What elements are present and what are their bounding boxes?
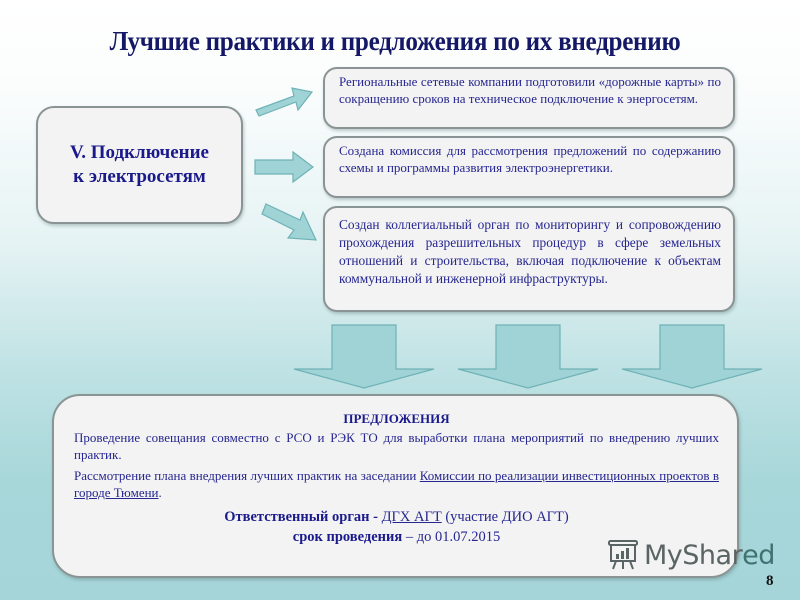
section-label-line1: V. Подключение <box>70 142 209 163</box>
proposal-item: Рассмотрение плана внедрения лучших прак… <box>74 467 719 501</box>
arrow-up-right-icon <box>255 87 314 117</box>
commission-link[interactable]: Комиссии по реализации инвестиционных пр… <box>74 468 719 500</box>
practice-card: Создана комиссия для рассмотрения предло… <box>323 136 735 198</box>
proposal-text: Проведение совещания совместно с РСО и Р… <box>74 430 719 462</box>
arrow-down-icon <box>293 324 435 389</box>
proposals-box: ПРЕДЛОЖЕНИЯ Проведение совещания совмест… <box>52 394 739 578</box>
deadline-line: срок проведения – до 01.07.2015 <box>74 527 719 547</box>
deadline-value: – до 01.07.2015 <box>402 529 501 545</box>
proposals-heading: ПРЕДЛОЖЕНИЯ <box>343 411 450 426</box>
arrow-right-icon <box>254 150 314 184</box>
responsible-label: Ответственный орган - <box>224 509 382 525</box>
slide-title: Лучшие практики и предложения по их внед… <box>109 26 681 56</box>
presentation-chart-icon <box>608 540 638 570</box>
proposal-text: Рассмотрение плана внедрения лучших прак… <box>74 468 420 483</box>
section-label-line2: к электросетям <box>73 166 206 187</box>
page-number: 8 <box>766 573 774 589</box>
practice-text: Создан коллегиальный орган по мониторинг… <box>339 217 721 286</box>
proposal-punct: . <box>158 485 162 500</box>
responsible-link[interactable]: ДГХ АГТ <box>381 509 442 525</box>
responsible-note: (участие ДИО АГТ) <box>441 509 569 525</box>
practice-card: Создан коллегиальный орган по мониторинг… <box>323 206 735 312</box>
arrow-down-icon <box>621 324 763 389</box>
deadline-label: срок проведения <box>292 529 403 545</box>
arrow-down-right-icon <box>261 203 317 241</box>
section-box: V. Подключение к электросетям <box>36 106 243 224</box>
watermark-text-tail: ed <box>742 539 775 571</box>
arrow-down-icon <box>457 324 599 389</box>
practice-text: Региональные сетевые компании подготовил… <box>339 74 721 106</box>
watermark-text: MyShar <box>644 539 743 571</box>
responsible-line: Ответственный орган - ДГХ АГТ (участие Д… <box>74 507 719 527</box>
practice-text: Создана комиссия для рассмотрения предло… <box>339 143 721 175</box>
proposal-item: Проведение совещания совместно с РСО и Р… <box>74 429 719 463</box>
practice-card: Региональные сетевые компании подготовил… <box>323 67 735 129</box>
